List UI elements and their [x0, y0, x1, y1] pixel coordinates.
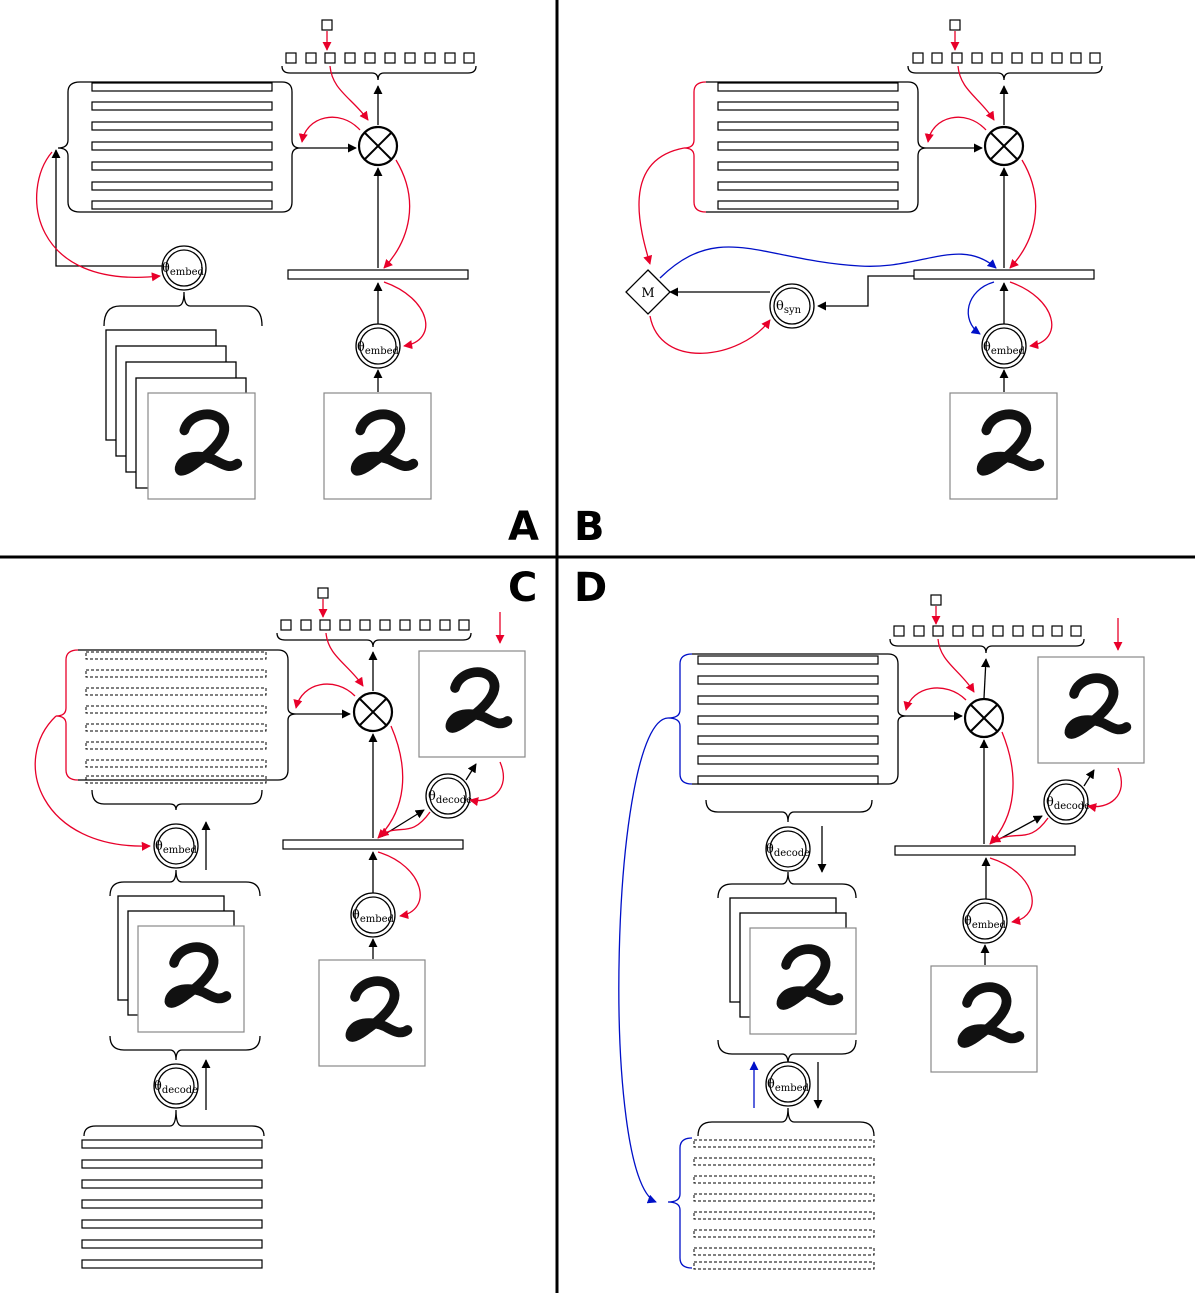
panel-letter-c: C	[508, 565, 537, 611]
query-digit-image	[930, 965, 1038, 1073]
panel-letter-a: A	[508, 504, 539, 550]
theta-embed-support-node: θembed	[153, 823, 199, 869]
theta-decode-support-node: θdecode	[765, 826, 811, 872]
panel-letter-b: B	[574, 504, 605, 550]
theta-embed-query-node: θembed	[962, 898, 1008, 944]
svg-text:θdecode: θdecode	[1046, 795, 1090, 812]
theta-decode-query-node: θdecode	[425, 773, 472, 819]
query-embedding-bar	[282, 839, 464, 850]
output-slots	[280, 587, 470, 631]
product-node	[963, 697, 1005, 739]
support-image-stack	[729, 897, 857, 1035]
panel-b: θembed θsyn M	[625, 19, 1103, 500]
product-node	[357, 125, 399, 167]
panel-a: θembed θembed	[35, 19, 477, 500]
query-embedding-bar	[287, 269, 469, 280]
svg-text:θdecode: θdecode	[154, 1079, 198, 1096]
memory-bars	[717, 82, 899, 210]
query-embedding-bar	[894, 845, 1076, 856]
svg-text:θdecode: θdecode	[428, 789, 472, 806]
query-embedding-bar	[913, 269, 1095, 280]
reconstructed-digit-image	[418, 650, 526, 758]
svg-text:θembed: θembed	[162, 261, 205, 278]
output-slots	[893, 594, 1082, 637]
support-image-stack	[105, 329, 256, 500]
latent-bars-dashed	[693, 1139, 875, 1270]
memory-bars	[91, 82, 273, 210]
panel-letter-d: D	[574, 565, 607, 611]
theta-embed-query-node: θembed	[981, 323, 1027, 369]
memory-bars-dashed	[85, 651, 267, 784]
output-slots	[912, 19, 1101, 64]
memory-bars	[697, 655, 879, 785]
merge-node: M	[625, 269, 671, 315]
theta-embed-support-node: θembed	[161, 245, 207, 291]
panel-c: θdecode θembed θembed	[34, 587, 526, 1269]
theta-embed-query-node: θembed	[355, 323, 401, 369]
theta-embed-query-node: θembed	[350, 892, 396, 938]
svg-text:θembed: θembed	[983, 340, 1026, 357]
product-node	[983, 125, 1025, 167]
query-digit-image	[318, 959, 426, 1067]
output-slots	[285, 19, 475, 64]
svg-text:θembed: θembed	[357, 340, 400, 357]
svg-text:θembed: θembed	[155, 839, 198, 856]
reconstructed-digit-image	[1037, 656, 1145, 764]
product-node	[352, 691, 394, 733]
svg-text:θdecode: θdecode	[766, 842, 810, 859]
svg-text:θembed: θembed	[352, 908, 395, 925]
query-digit-image	[949, 392, 1058, 500]
panel-d: θdecode θembed θdecode	[618, 594, 1145, 1270]
svg-text:θembed: θembed	[964, 914, 1007, 931]
theta-decode-support-node: θdecode	[153, 1063, 199, 1109]
support-image-stack	[117, 895, 245, 1033]
query-digit-image	[323, 392, 432, 500]
svg-text:M: M	[641, 286, 654, 301]
svg-text:θsyn: θsyn	[776, 299, 802, 316]
svg-text:θembed: θembed	[767, 1077, 810, 1094]
latent-bars	[81, 1139, 263, 1269]
theta-decode-query-node: θdecode	[1043, 779, 1090, 825]
theta-syn-node: θsyn	[769, 283, 815, 329]
theta-embed-support-node: θembed	[765, 1061, 811, 1107]
